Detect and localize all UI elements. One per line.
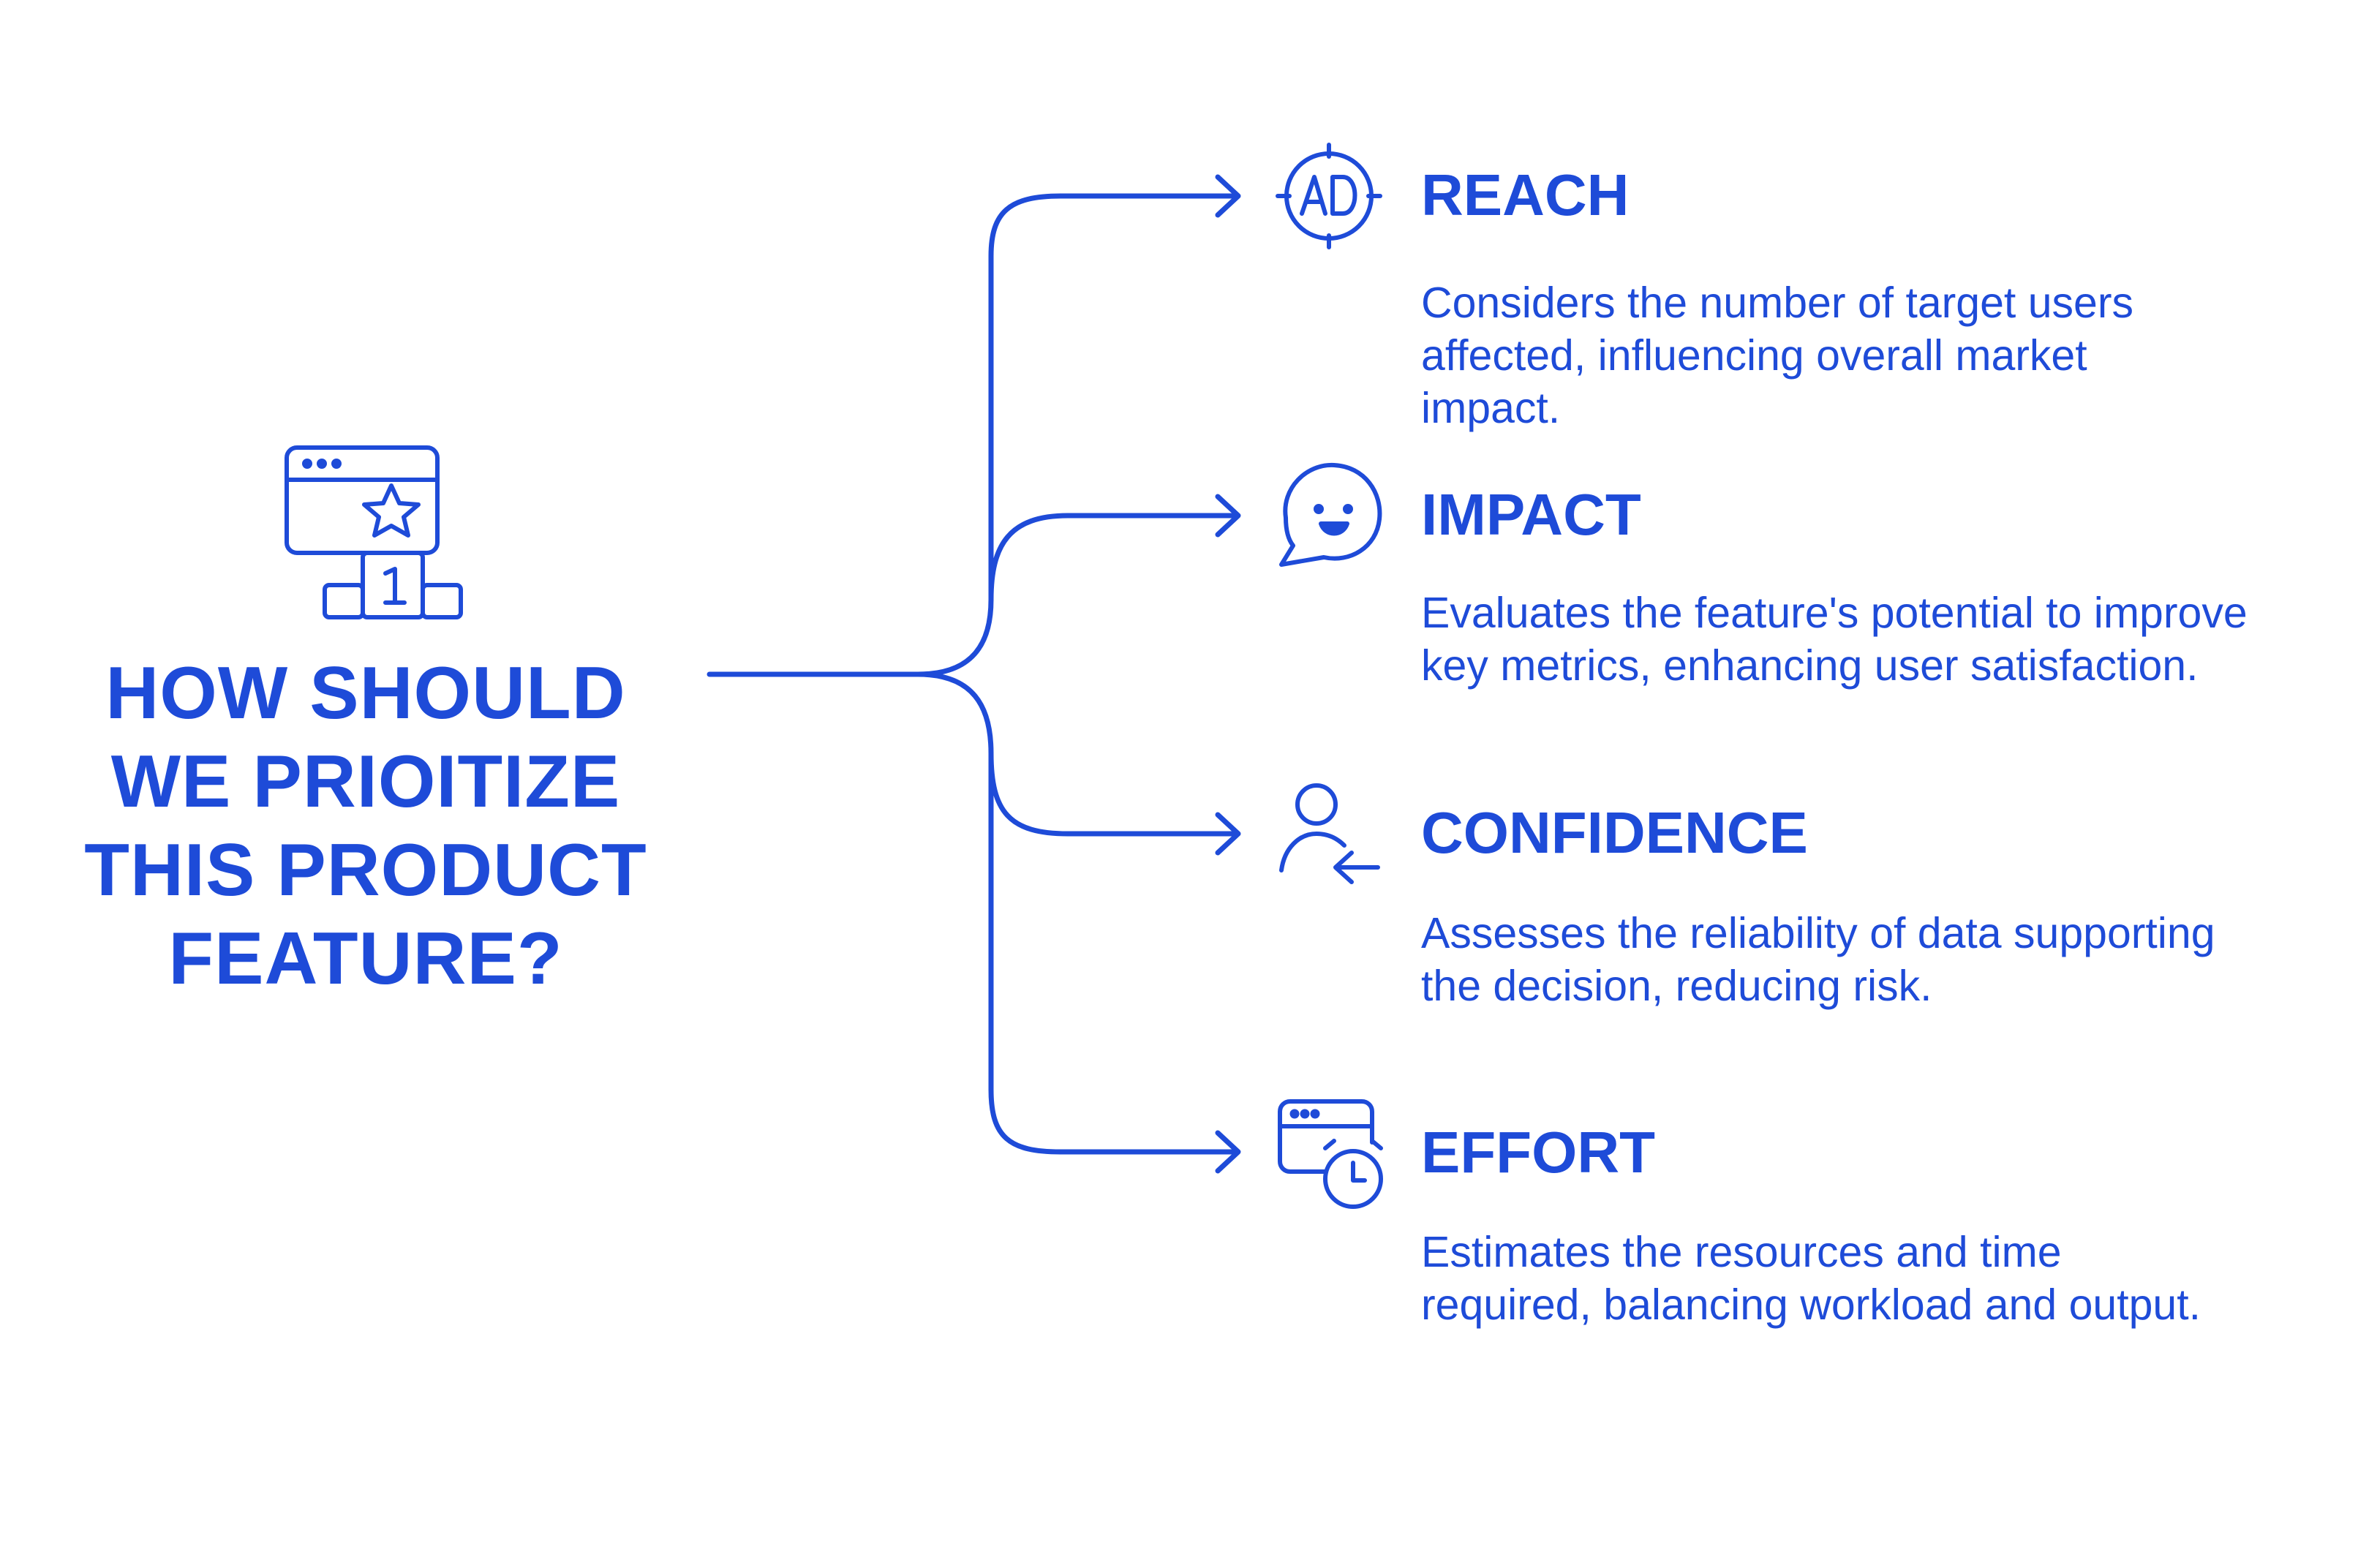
description-line: required, balancing workload and output.: [1421, 1281, 2201, 1329]
spine-lower: [988, 750, 1063, 1155]
branch-description-effort: Estimates the resources and time require…: [1421, 1226, 2328, 1331]
title-line: HOW SHOULD: [105, 652, 626, 734]
branch-line-confidence: [988, 750, 1239, 837]
description-line: Estimates the resources and time: [1421, 1228, 2062, 1276]
description-line: impact.: [1421, 384, 1561, 432]
description-line: Considers the number of target users: [1421, 279, 2133, 327]
title-line: FEATURE?: [168, 918, 563, 1000]
title-line: WE PRIOITIZE: [110, 741, 621, 823]
branch-description-impact: Evaluates the feature's potential to imp…: [1421, 587, 2328, 692]
branch-heading-confidence: CONFIDENCE: [1421, 800, 1808, 865]
description-line: Evaluates the feature's potential to imp…: [1421, 589, 2248, 637]
title-line: THIS PRODUCT: [84, 829, 647, 911]
branch-heading-impact: IMPACT: [1421, 482, 1641, 547]
trunk-line-lower: [915, 671, 994, 756]
branch-line-impact: [988, 513, 1239, 603]
description-line: the decision, reducing risk.: [1421, 962, 1932, 1010]
branch-heading-reach: REACH: [1421, 162, 1630, 227]
branch-description-reach: Considers the number of target users aff…: [1421, 276, 2328, 434]
branch-heading-effort: EFFORT: [1421, 1120, 1655, 1185]
arrowhead-effort: [1215, 1130, 1241, 1174]
branch-description-confidence: Assesses the reliability of data support…: [1421, 907, 2328, 1012]
arrowhead-confidence: [1215, 812, 1241, 856]
description-line: affected, influencing overall market: [1421, 331, 2087, 380]
central-question-title: HOW SHOULD WE PRIOITIZE THIS PRODUCT FEA…: [29, 649, 702, 1003]
arrowhead-impact: [1215, 494, 1241, 538]
arrowhead-reach: [1215, 174, 1241, 218]
description-line: key metrics, enhancing user satisfaction…: [1421, 641, 2199, 690]
spine-upper: [988, 193, 1063, 603]
description-line: Assesses the reliability of data support…: [1421, 909, 2215, 957]
